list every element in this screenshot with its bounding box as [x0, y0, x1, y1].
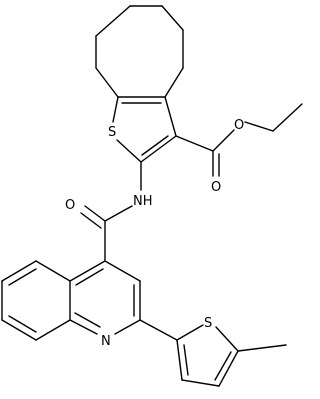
- bond-co5: [95, 67, 119, 98]
- bond-ch2-ch3: [272, 103, 303, 132]
- bond-mt-c3-c2-double: [183, 344, 189, 376]
- bond-ring-ester-carbon: [175, 135, 214, 152]
- bond-q-c2-thiophene: [139, 319, 178, 341]
- atom-label-o-amide: O: [65, 198, 75, 213]
- atom-label-s-fused: S: [108, 125, 116, 140]
- bond-mt-s-c5: [215, 326, 239, 352]
- bond-t-c3-c2-double: [141, 135, 169, 156]
- bond-q-c7-c8-double: [8, 315, 37, 333]
- bond-mt-c5-c4-double: [214, 351, 232, 381]
- atom-label-nh-amide: NH: [133, 194, 153, 209]
- bond-q-c4a-c5: [35, 260, 71, 282]
- amide-linker: [80, 161, 142, 262]
- atom-label-s-methylthiophene: S: [204, 316, 212, 331]
- atom-label-o-ester-carbonyl: O: [211, 180, 221, 195]
- bond-co2: [161, 5, 184, 31]
- bond-q-n-c8a: [69, 319, 98, 335]
- bond-co7: [95, 5, 131, 37]
- atom-label-o-ester-ether: O: [234, 118, 244, 133]
- bond-co4: [164, 67, 184, 98]
- bond-mt-c3-c2: [176, 339, 183, 381]
- bond-q-c7-c8: [1, 319, 37, 341]
- molecule-diagram: S O O O NH N S: [1, 5, 303, 387]
- atom-labels: S O O O NH N S: [65, 118, 244, 349]
- structure-svg: S O O O NH N S: [1, 5, 303, 387]
- ethyl-ester-group: [175, 103, 303, 177]
- bond-mt-c4-c3: [181, 379, 220, 387]
- bond-ester-to-ether-o: [212, 129, 235, 152]
- bond-t-c3a-c3: [164, 96, 177, 137]
- bond-q-c5-c6: [1, 260, 37, 282]
- bond-t-c3-c2: [140, 135, 177, 163]
- bond-q-c4-c3: [104, 260, 141, 282]
- bond-q-c4a-c4: [69, 260, 106, 282]
- bond-amide-carbonyl: [84, 205, 106, 222]
- thiophene-ring-fused: [112, 96, 177, 163]
- atom-label-n-quinoline: N: [101, 334, 111, 349]
- bond-q-c4a-c4-double: [75, 268, 104, 286]
- bond-t-c2-s: [116, 139, 142, 163]
- bond-q-n-c8a-double: [74, 312, 101, 328]
- methylthiophene-ring: [139, 319, 287, 387]
- bond-t-s-c9a: [112, 96, 119, 123]
- bond-nh-amide-c: [104, 205, 133, 222]
- cyclooctane-ring: [95, 5, 184, 98]
- bond-amide-carbonyl-double: [80, 212, 102, 229]
- bond-q-c2-n: [114, 319, 141, 335]
- quinoline-ring: [1, 260, 141, 341]
- bond-q-c5-c6-double: [8, 268, 37, 286]
- bond-mt-c2-s: [176, 324, 204, 341]
- bond-q-c8-c8a: [35, 319, 71, 341]
- bond-ether-o-ch2: [244, 121, 274, 132]
- bond-mt-c5-c4: [218, 350, 239, 387]
- bond-mt-methyl: [237, 344, 287, 352]
